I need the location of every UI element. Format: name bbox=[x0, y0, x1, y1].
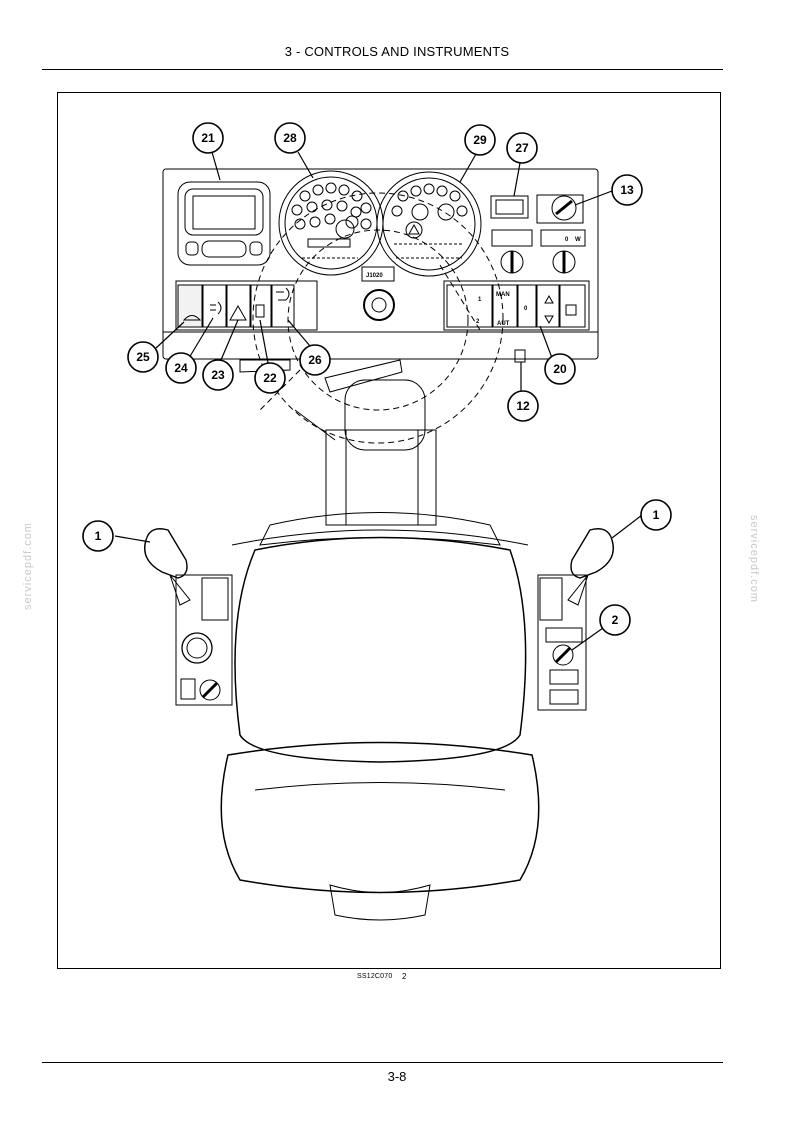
callout-23: 23 bbox=[202, 359, 234, 391]
svg-text:25: 25 bbox=[136, 350, 150, 364]
svg-text:26: 26 bbox=[308, 353, 322, 367]
connector-j1020 bbox=[361, 266, 395, 282]
svg-text:20: 20 bbox=[553, 362, 567, 376]
steering-wheel-outline bbox=[252, 192, 504, 444]
zero-label-top: 0 bbox=[565, 237, 569, 243]
callout-26: 26 bbox=[299, 344, 331, 376]
gauge-28 bbox=[278, 170, 384, 276]
callout-24: 24 bbox=[165, 352, 197, 384]
callout-20: 20 bbox=[544, 353, 576, 385]
display-unit-21 bbox=[177, 181, 271, 266]
callout-1-left: 1 bbox=[82, 520, 114, 552]
callouts: 21 28 29 27 13 25 24 23 22 26 20 12 1 1 … bbox=[82, 122, 672, 636]
aut-label: AUT bbox=[497, 321, 510, 327]
footer-rule bbox=[42, 1062, 723, 1063]
stalk-22 bbox=[239, 359, 291, 373]
callout-21: 21 bbox=[192, 122, 224, 154]
svg-text:28: 28 bbox=[283, 131, 297, 145]
gear-label-2: 2 bbox=[476, 319, 480, 325]
svg-text:1: 1 bbox=[95, 529, 102, 543]
svg-text:23: 23 bbox=[211, 368, 225, 382]
w-label: W bbox=[575, 237, 581, 243]
svg-text:22: 22 bbox=[263, 371, 277, 385]
figure-number: 2 bbox=[402, 972, 407, 981]
man-label: MAN bbox=[496, 292, 510, 298]
figure-frame bbox=[57, 92, 721, 969]
watermark-left: servicepdf.com bbox=[22, 522, 34, 610]
svg-text:13: 13 bbox=[620, 183, 634, 197]
lever-12 bbox=[514, 349, 526, 363]
callout-2: 2 bbox=[599, 604, 631, 636]
zero-label: 0 bbox=[524, 306, 528, 312]
operator-seat bbox=[220, 512, 540, 921]
steering-hub bbox=[363, 289, 395, 321]
callout-12: 12 bbox=[507, 390, 539, 422]
callout-29: 29 bbox=[464, 124, 496, 156]
rotary-switch-right bbox=[540, 229, 586, 274]
callout-13: 13 bbox=[611, 174, 643, 206]
watermark-right: servicepdf.com bbox=[748, 515, 760, 603]
svg-text:2: 2 bbox=[612, 613, 619, 627]
callout-22: 22 bbox=[254, 362, 286, 394]
svg-text:1: 1 bbox=[653, 508, 660, 522]
gauge-29 bbox=[376, 171, 482, 277]
left-switch-bank bbox=[175, 280, 318, 331]
callout-27: 27 bbox=[506, 132, 538, 164]
svg-text:27: 27 bbox=[515, 141, 529, 155]
rotary-switch-left bbox=[491, 229, 533, 274]
header-rule bbox=[42, 69, 723, 70]
right-console bbox=[537, 528, 614, 711]
instrument-cluster-housing bbox=[162, 168, 599, 360]
ignition-switch-13 bbox=[536, 194, 584, 224]
left-console bbox=[144, 528, 233, 706]
steering-column-post bbox=[325, 429, 437, 526]
callout-25: 25 bbox=[127, 341, 159, 373]
svg-text:29: 29 bbox=[473, 133, 487, 147]
svg-text:24: 24 bbox=[174, 361, 188, 375]
connector-label: J1020 bbox=[366, 273, 383, 279]
right-switch-bank bbox=[443, 280, 590, 331]
page-header-title: 3 - CONTROLS AND INSTRUMENTS bbox=[284, 44, 510, 59]
gear-label-1: 1 bbox=[478, 297, 482, 303]
svg-text:12: 12 bbox=[516, 399, 530, 413]
figure-id: SS12C070 bbox=[357, 973, 393, 980]
callout-1-right: 1 bbox=[640, 499, 672, 531]
callout-leader-lines bbox=[114, 151, 643, 651]
small-display-27 bbox=[490, 195, 529, 219]
callout-28: 28 bbox=[274, 122, 306, 154]
svg-text:21: 21 bbox=[201, 131, 215, 145]
page-number: 3-8 bbox=[387, 1069, 407, 1084]
